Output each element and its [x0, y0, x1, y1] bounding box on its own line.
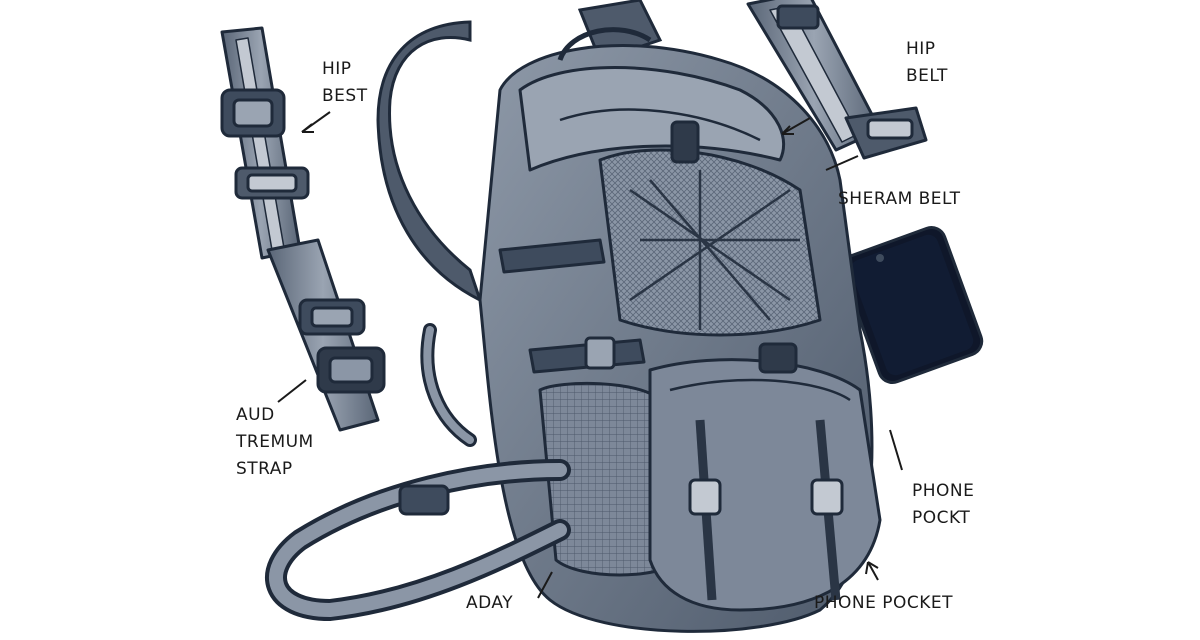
label-hip-best-line2: BEST	[322, 83, 368, 110]
label-hip-belt-line1: HIP	[906, 36, 948, 63]
label-strap-line2: TREMUM	[236, 429, 314, 456]
label-phone-pocket: PHONE POCKET	[814, 590, 953, 617]
label-phone-pocket-text: PHONE POCKET	[814, 590, 953, 617]
label-hip-best-line1: HIP	[322, 56, 368, 83]
label-hip-belt: HIP BELT	[906, 36, 948, 90]
label-aday: ADAY	[466, 590, 513, 617]
label-aud-tremum-strap: AUD TREMUM STRAP	[236, 402, 314, 483]
label-hip-best: HIP BEST	[322, 56, 368, 110]
label-aday-text: ADAY	[466, 590, 513, 617]
label-sheram-belt-text: SHERAM BELT	[838, 186, 961, 213]
label-hip-belt-line2: BELT	[906, 63, 948, 90]
shoulder-strap	[378, 22, 480, 300]
label-phone-pockt: PHONE POCKT	[912, 478, 974, 532]
label-phone-pockt-line1: PHONE	[912, 478, 974, 505]
label-strap-line3: STRAP	[236, 456, 314, 483]
label-phone-pockt-line2: POCKT	[912, 505, 974, 532]
label-strap-line1: AUD	[236, 402, 314, 429]
label-sheram-belt: SHERAM BELT	[838, 186, 961, 213]
